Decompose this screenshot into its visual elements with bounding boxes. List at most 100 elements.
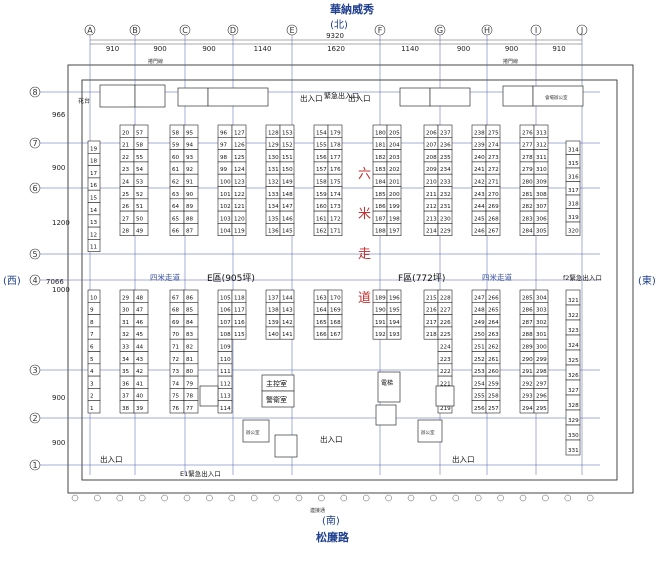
booth-number: 176 — [330, 167, 341, 173]
booth-number: 136 — [268, 229, 279, 235]
booth-number: 267 — [488, 229, 499, 235]
booth-number: 289 — [522, 345, 533, 351]
booth-number: 219 — [440, 406, 451, 412]
booth-number: 197 — [389, 229, 400, 235]
booth-cell[interactable] — [485, 400, 501, 414]
booth-number: 238 — [474, 130, 485, 136]
booth-cell[interactable] — [279, 326, 295, 340]
booth-cell[interactable] — [133, 223, 149, 236]
left-dimension: 900 — [52, 394, 65, 402]
booth-number: 79 — [186, 381, 194, 387]
booth-number: 218 — [426, 332, 437, 338]
booth-number: 152 — [282, 143, 293, 149]
booth-cell[interactable] — [183, 400, 199, 414]
outer-wall — [67, 64, 634, 494]
booth-number: 187 — [375, 216, 386, 222]
booth-cell[interactable] — [327, 326, 343, 340]
booth-cell[interactable] — [533, 223, 549, 236]
booth-number: 144 — [282, 295, 293, 301]
east-label: (東) — [638, 274, 656, 287]
office-left: 辦公室 — [246, 429, 260, 436]
emergency-exit-top: 緊急出入口 — [324, 91, 359, 100]
booth-number: 249 — [474, 320, 485, 326]
column-label: G — [437, 26, 443, 35]
booth-number: 242 — [474, 180, 485, 186]
booth-cell[interactable] — [485, 223, 501, 236]
booth-number: 269 — [488, 204, 499, 210]
booth-number: 291 — [522, 369, 533, 375]
booth-number: 107 — [220, 320, 231, 326]
booth-number: 139 — [268, 320, 279, 326]
booth-number: 256 — [474, 406, 485, 412]
booth-cell[interactable] — [87, 239, 101, 252]
security-room: 警衛室 — [266, 395, 287, 404]
booth-cell[interactable] — [133, 400, 149, 414]
south-road: 松廉路 — [316, 530, 350, 544]
booth-number: 286 — [522, 308, 533, 314]
booth-number: 207 — [426, 143, 437, 149]
booth-number: 223 — [440, 357, 451, 363]
booth-number: 171 — [330, 229, 341, 235]
booth-cell[interactable] — [217, 400, 233, 414]
booth-number: 201 — [389, 180, 400, 186]
left-total-dim: 7066 — [46, 278, 64, 286]
booth-number: 32 — [122, 332, 129, 338]
booth-number: 140 — [268, 332, 279, 338]
booth-number: 54 — [136, 167, 144, 173]
booth-number: 125 — [234, 155, 245, 161]
column-label: J — [580, 26, 583, 35]
booth-number: 50 — [136, 216, 144, 222]
walkway-post — [362, 494, 370, 502]
right-stairs-label: 電梯 — [381, 379, 393, 387]
booth-number: 121 — [234, 204, 245, 210]
booth-cell[interactable] — [565, 439, 581, 456]
walkway-post — [564, 494, 572, 502]
booth-number: 284 — [522, 229, 533, 235]
booth-number: 25 — [122, 192, 130, 198]
booth-cell[interactable] — [231, 223, 247, 236]
booth-number: 258 — [488, 394, 499, 400]
booth-cell[interactable] — [327, 223, 343, 236]
booth-cell[interactable] — [279, 223, 295, 236]
total-width: 9320 — [326, 32, 344, 40]
booth-number: 64 — [172, 204, 180, 210]
column-label: E — [289, 26, 294, 35]
walkway-post — [206, 494, 213, 502]
booth-cell[interactable] — [183, 223, 199, 236]
booth-number: 285 — [522, 295, 533, 301]
booth-number: 149 — [282, 180, 293, 186]
booth-number: 308 — [536, 192, 547, 198]
booth-cell[interactable] — [87, 400, 101, 414]
row-label: 6 — [32, 184, 37, 193]
booth-number: 94 — [186, 143, 194, 149]
booth-cell[interactable] — [386, 326, 402, 340]
booth-number: 325 — [568, 358, 579, 364]
booth-number: 183 — [375, 167, 386, 173]
booth-number: 185 — [375, 192, 386, 198]
top-exit-right: 出入口 — [348, 93, 371, 103]
booth-cell[interactable] — [533, 400, 549, 414]
booth-cell[interactable] — [231, 326, 247, 340]
column-label: F — [378, 26, 383, 35]
booth-number: 271 — [488, 180, 499, 186]
booth-cell[interactable] — [437, 223, 453, 236]
booth-number: 243 — [474, 192, 485, 198]
booth-number: 225 — [440, 332, 451, 338]
booth-number: 180 — [375, 130, 386, 136]
booth-cell[interactable] — [565, 221, 581, 236]
booth-cell[interactable] — [386, 223, 402, 236]
e1-exit-label: E1緊急出入口 — [180, 469, 221, 478]
booth-number: 28 — [122, 229, 130, 235]
